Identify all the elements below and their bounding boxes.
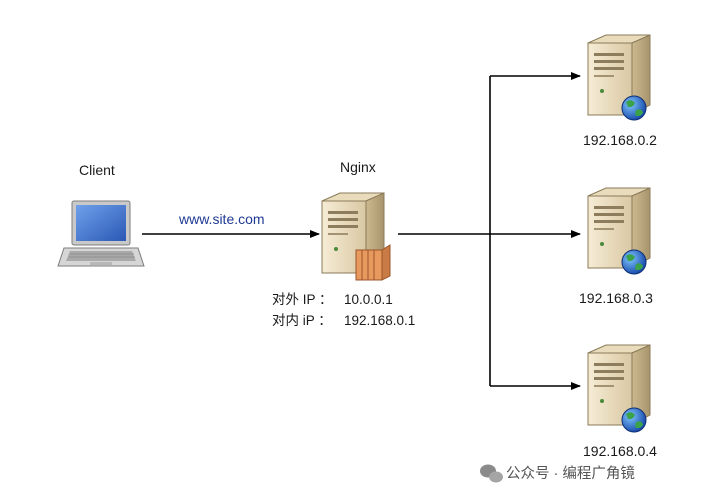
watermark: 公众号 · 编程广角镜 [476, 462, 635, 483]
web-server-1-icon [587, 34, 651, 121]
external-ip-row: 对外 IP ： 10.0.0.1 [272, 289, 415, 310]
web-server-3-icon [587, 344, 651, 433]
internal-ip-label: 对内 iP ： [272, 313, 332, 328]
internal-ip-value: 192.168.0.1 [344, 313, 416, 328]
external-ip-value: 10.0.0.1 [344, 292, 393, 307]
laptop-icon [57, 200, 145, 267]
external-ip-label: 对外 IP ： [272, 292, 333, 307]
wechat-icon [480, 464, 503, 483]
nginx-ip-info: 对外 IP ： 10.0.0.1 对内 iP ： 192.168.0.1 [272, 289, 415, 331]
internal-ip-row: 对内 iP ： 192.168.0.1 [272, 310, 415, 331]
watermark-text: 公众号 · 编程广角镜 [506, 466, 635, 482]
server-3-ip: 192.168.0.4 [583, 443, 657, 459]
firewall-icon [355, 244, 391, 281]
web-server-2-icon [587, 187, 651, 275]
nginx-label: Nginx [340, 159, 376, 175]
server-1-ip: 192.168.0.2 [583, 132, 657, 148]
server-2-ip: 192.168.0.3 [579, 290, 653, 306]
client-label: Client [79, 162, 115, 178]
link-label: www.site.com [179, 211, 265, 227]
